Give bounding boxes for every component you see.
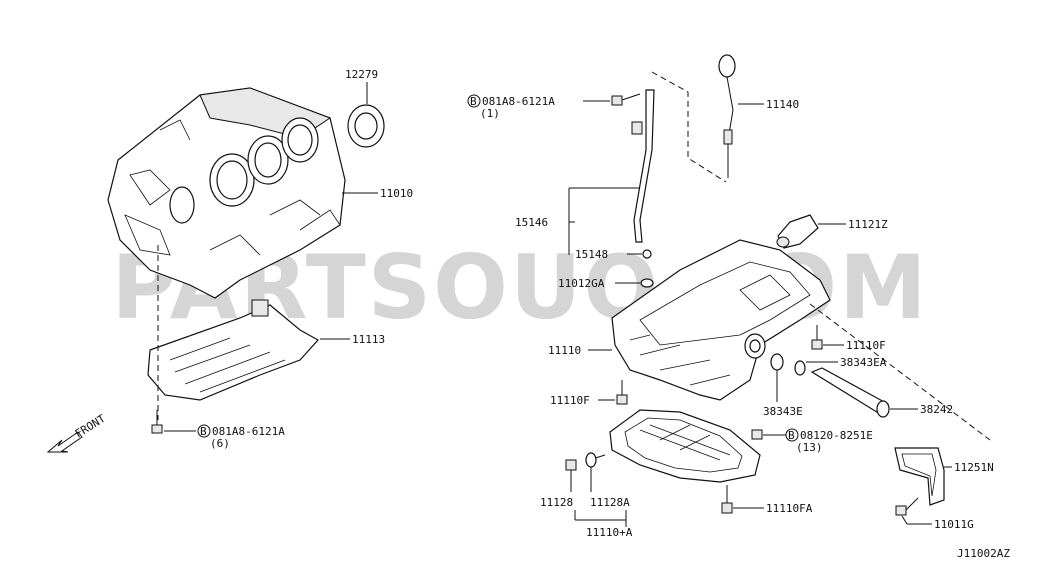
label-bolt-top: 081A8-6121A [482,95,555,108]
front-arrow-icon [46,431,83,453]
label-11251n: 11251N [954,461,994,474]
label-38343ea: 38343EA [840,356,887,369]
label-11121z: 11121Z [848,218,888,231]
front-label: FRONT [73,412,108,441]
bolt-11110fa[interactable] [721,485,733,514]
label-11110a: 11110+A [586,526,633,539]
gasket-11012ga[interactable] [640,278,654,288]
label-11140: 11140 [766,98,799,111]
upper-oil-pan-11110[interactable] [611,239,831,401]
baffle-plate-11113[interactable] [147,299,319,401]
label-bolt-pan: 08120-8251E [800,429,873,442]
b-symbol-top: B [470,95,477,108]
bolt-11011g[interactable] [895,497,919,516]
label-11110fa: 11110FA [766,502,813,515]
label-11110: 11110 [548,344,581,357]
drain-plug-11128[interactable] [565,459,577,471]
label-15146: 15146 [515,216,548,229]
bolt-08120[interactable] [751,429,763,440]
oil-level-gauge-11140[interactable] [718,54,736,178]
bolt-11110f-left[interactable] [616,380,628,405]
oil-strainer-11121z[interactable] [776,214,819,249]
label-11110f-right: 11110F [846,339,886,352]
b-symbol-pan: B [788,429,795,442]
o-ring-38343ea[interactable] [794,360,806,376]
label-bolt-left: 081A8-6121A [212,425,285,438]
label-11010: 11010 [380,187,413,200]
b-symbol-left: B [200,425,207,438]
bracket-11251n[interactable] [894,447,945,506]
label-12279: 12279 [345,68,378,81]
label-38242: 38242 [920,403,953,416]
label-11011g: 11011G [934,518,974,531]
label-11012ga: 11012GA [558,277,605,290]
tube-38242[interactable] [810,367,890,418]
washer-11128a[interactable] [585,452,597,468]
cylinder-block-11010[interactable] [107,87,346,299]
o-ring-38343e[interactable] [770,353,784,371]
label-11128: 11128 [540,496,573,509]
label-bolt-left-qty: (6) [210,437,230,450]
gauge-tube-15146[interactable] [631,89,655,243]
label-38343e: 38343E [763,405,803,418]
label-11113: 11113 [352,333,385,346]
o-ring-15148[interactable] [642,249,652,259]
bolt-11110f-right[interactable] [811,325,823,350]
label-11128a: 11128A [590,496,630,509]
oil-seal-12279[interactable] [347,104,385,148]
lower-oil-pan-11110a[interactable] [609,409,761,483]
bolt-081a8-left[interactable] [151,410,163,434]
label-15148: 15148 [575,248,608,261]
label-11110f-left: 11110F [550,394,590,407]
bolt-081a8-top[interactable] [611,93,641,106]
label-bolt-top-qty: (1) [480,107,500,120]
diagram-code: J11002AZ [957,547,1010,560]
label-bolt-pan-qty: (13) [796,441,823,454]
